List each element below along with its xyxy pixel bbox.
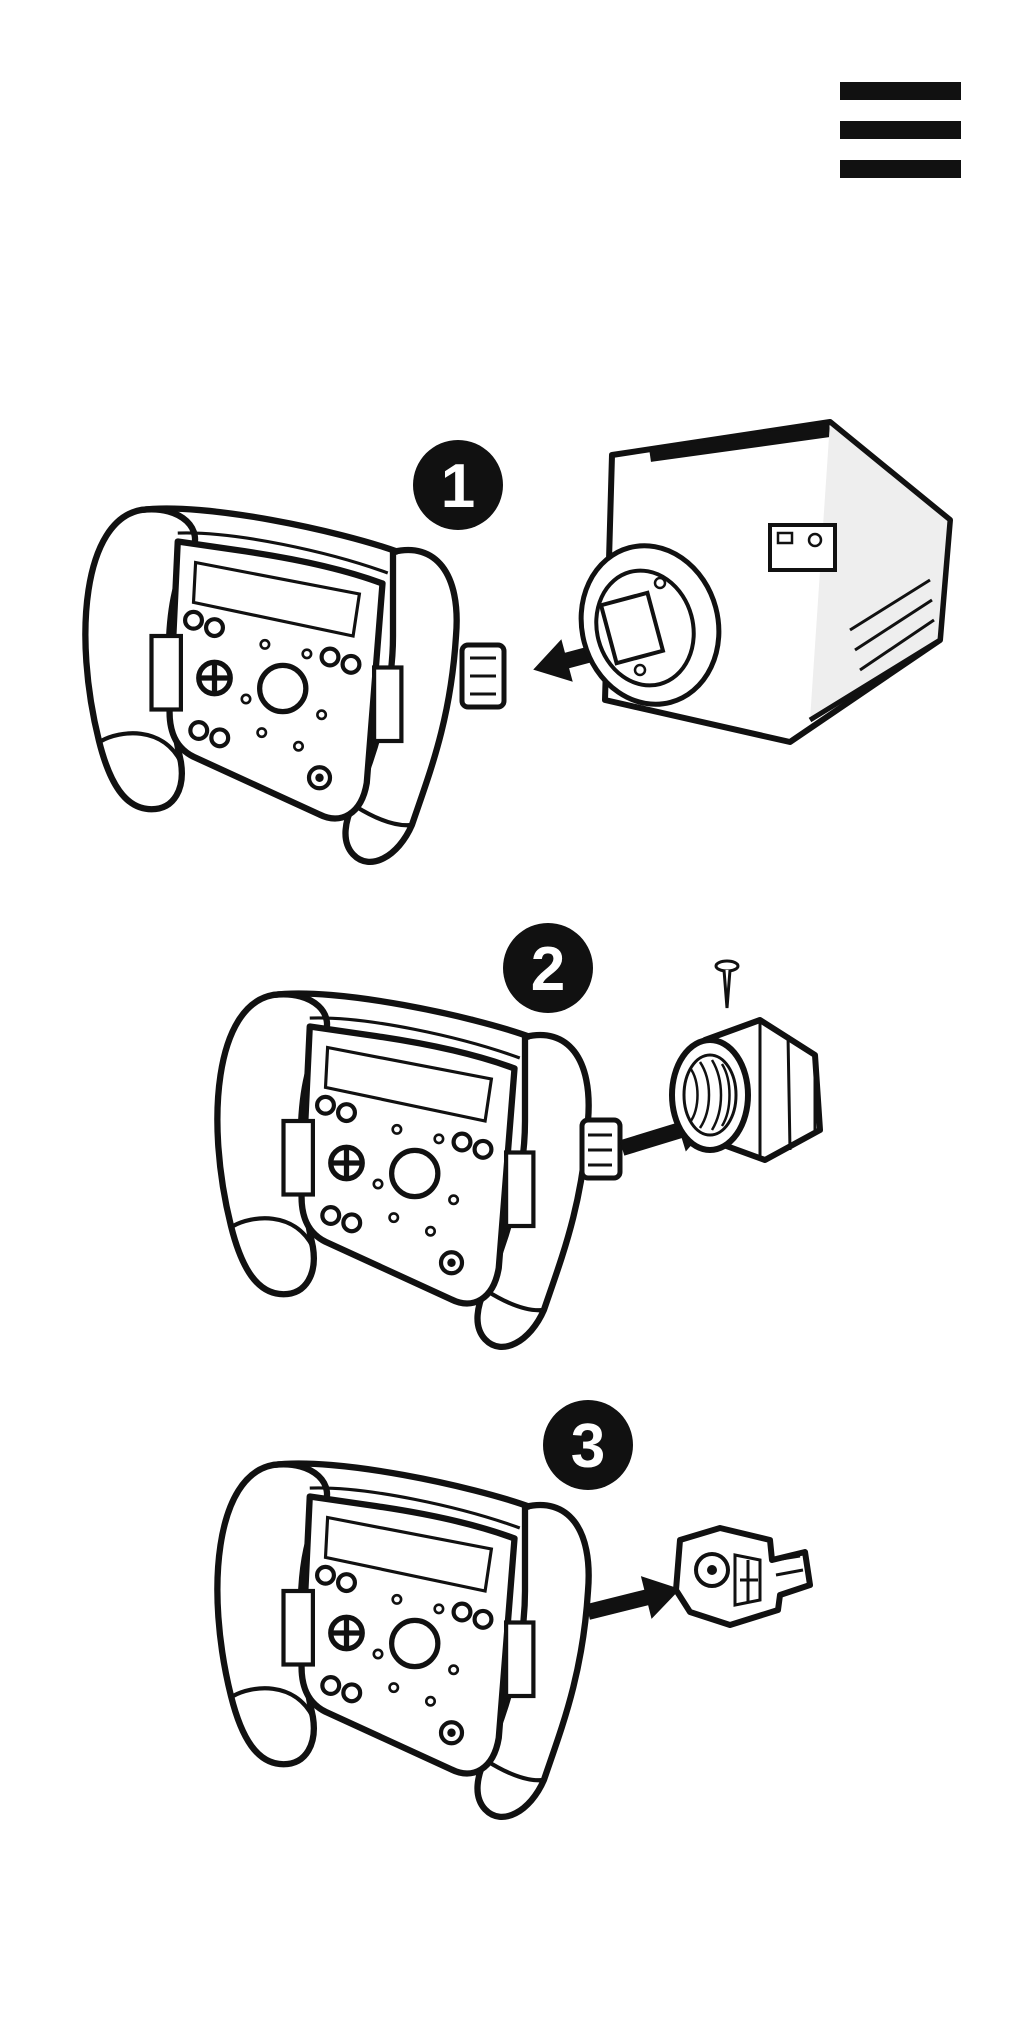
step-3-badge: 3 <box>543 1400 633 1490</box>
push-arrow-icon <box>583 1568 686 1634</box>
wheel-base <box>564 422 950 742</box>
step-2-steering-wheel <box>217 994 588 1347</box>
quick-release-connector <box>582 1120 620 1178</box>
detached-connector <box>676 1528 810 1625</box>
step-1: 1 <box>85 422 950 862</box>
step-2-badge: 2 <box>503 923 593 1013</box>
step-1-number: 1 <box>441 452 475 521</box>
step-1-steering-wheel <box>85 509 456 862</box>
step-3: 3 <box>217 1400 810 1817</box>
hamburger-menu-icon[interactable] <box>840 82 961 178</box>
screw-icon <box>716 961 738 1008</box>
collar-nut <box>672 1020 820 1160</box>
step-3-number: 3 <box>571 1412 605 1481</box>
step-2: 2 <box>217 923 820 1347</box>
step-1-badge: 1 <box>413 440 503 530</box>
step-3-steering-wheel <box>217 1464 588 1817</box>
quick-release-connector <box>462 645 504 707</box>
step-2-number: 2 <box>531 935 565 1004</box>
